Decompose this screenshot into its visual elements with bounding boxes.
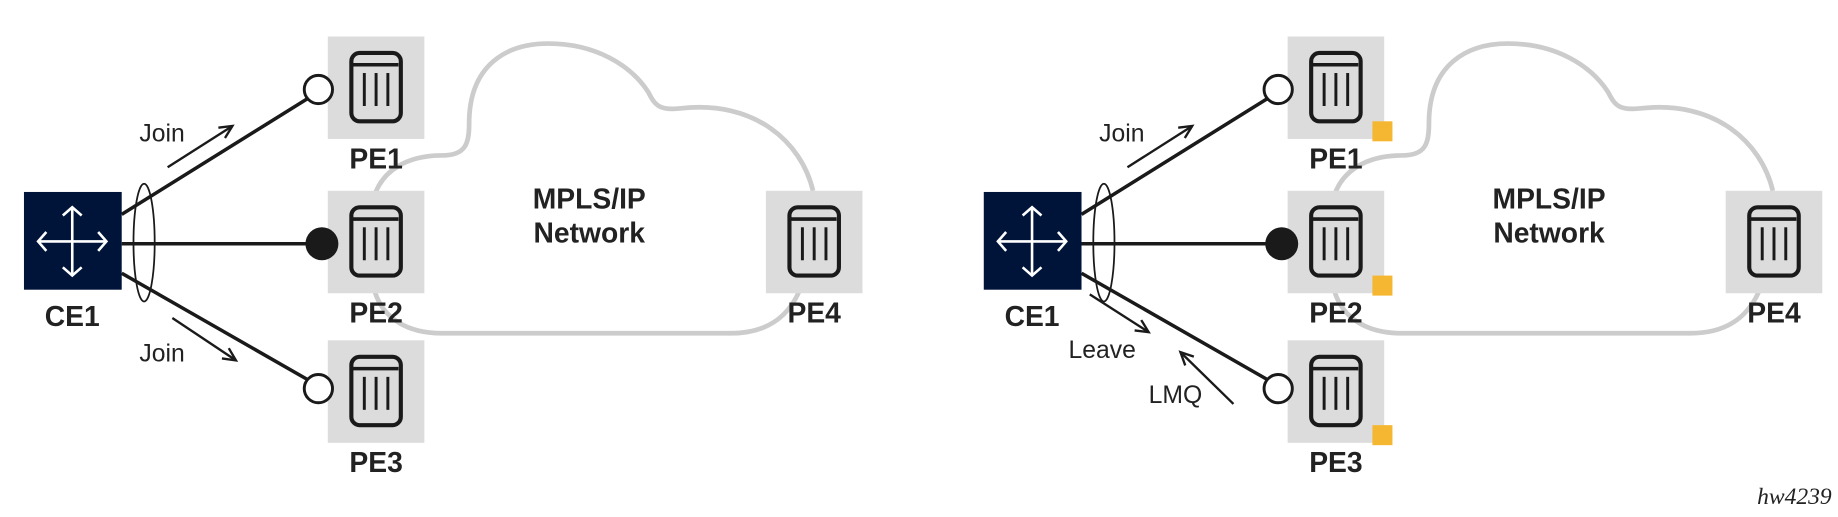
join-label: Join <box>1099 120 1144 147</box>
join-arrow <box>1126 124 1195 169</box>
lmq-label: LMQ <box>1149 382 1203 409</box>
router-icon-body <box>1309 354 1363 428</box>
cloud-outline <box>1332 41 1776 336</box>
pe-label: PE2 <box>1309 297 1362 329</box>
pe4: PE4 <box>1725 190 1823 329</box>
arrow-shaft <box>1089 293 1150 334</box>
router-crossarrows-icon <box>36 205 109 278</box>
port-open-circle <box>302 73 334 106</box>
pe1: PE1 <box>327 36 425 174</box>
icon-arrow <box>1056 231 1068 252</box>
arrow-head <box>221 347 239 362</box>
router-icon <box>1309 205 1363 278</box>
pe2: PE2 <box>327 190 425 329</box>
pe2: PE2 <box>1287 190 1393 329</box>
icon-arrow <box>1021 205 1043 217</box>
arrow-head <box>218 124 235 139</box>
pe-label: PE4 <box>787 297 841 329</box>
link-ce1-pe3 <box>120 271 310 382</box>
cloud-outline <box>372 41 816 336</box>
lmq-arrow <box>1178 350 1235 405</box>
arrow-head <box>1178 350 1195 366</box>
pe1: PE1 <box>1287 36 1393 174</box>
router-icon <box>349 50 403 124</box>
icon-arrow <box>996 231 1008 252</box>
router-icon-body <box>1309 50 1363 124</box>
router-icon-body <box>349 205 403 278</box>
arrow-shaft <box>171 316 237 362</box>
port-filled-circle <box>305 227 339 261</box>
pe4: PE4 <box>765 190 863 329</box>
pe-label: PE4 <box>1747 297 1801 329</box>
join-arrow <box>167 124 235 169</box>
router-icon <box>787 205 841 278</box>
router-icon-body <box>1747 205 1801 278</box>
arrow-shaft <box>167 125 234 169</box>
link-ce1-pe3 <box>1080 271 1270 382</box>
router-icon <box>1309 354 1363 428</box>
ce1-label: CE1 <box>45 300 100 332</box>
router-icon-body <box>349 354 403 428</box>
icon-arrow <box>36 231 48 252</box>
join-label: Join <box>139 341 184 368</box>
status-marker <box>1372 121 1393 142</box>
router-icon <box>349 205 403 278</box>
figure-id: hw4239 <box>1757 484 1832 510</box>
leave-label: Leave <box>1069 337 1136 364</box>
link-ce1-pe1 <box>120 96 310 216</box>
pe-label: PE2 <box>349 297 402 329</box>
link-ce1-pe1 <box>1080 96 1270 216</box>
arrow-shaft <box>1126 125 1193 169</box>
arrow-head <box>1178 124 1195 139</box>
port-open-circle <box>1262 373 1294 405</box>
pe3: PE3 <box>327 340 425 478</box>
arrow-head <box>1134 319 1151 334</box>
lag-ellipse <box>1092 182 1116 303</box>
router-icon-body <box>1309 205 1363 278</box>
router-icon-body <box>787 205 841 278</box>
port-open-circle <box>302 373 334 405</box>
cloud-label-line2: Network <box>1493 217 1605 249</box>
cloud-label-line1: MPLS/IP <box>1493 182 1606 214</box>
icon-arrow <box>61 266 83 278</box>
pe-label: PE3 <box>1309 446 1362 478</box>
cloud-label-line1: MPLS/IP <box>533 182 646 214</box>
cloud-label-line2: Network <box>534 217 646 249</box>
port-open-circle <box>1262 73 1294 106</box>
pe-label: PE1 <box>349 142 402 174</box>
icon-arrow <box>97 231 109 252</box>
router-icon <box>349 354 403 428</box>
router-icon <box>1309 50 1363 124</box>
pe-label: PE3 <box>349 446 402 478</box>
icon-arrow <box>1021 266 1043 278</box>
status-marker <box>1372 425 1393 446</box>
port-filled-circle <box>1265 227 1299 261</box>
join-label: Join <box>139 120 184 147</box>
icon-arrow <box>61 205 83 217</box>
router-icon <box>1747 205 1801 278</box>
ce1-label: CE1 <box>1005 300 1060 332</box>
join-arrow <box>171 316 239 362</box>
leave-arrow <box>1089 293 1151 334</box>
pe-label: PE1 <box>1309 142 1362 174</box>
router-icon-body <box>349 50 403 124</box>
lag-ellipse <box>132 182 156 303</box>
pe3: PE3 <box>1287 340 1393 478</box>
arrow-shaft <box>1179 351 1235 405</box>
status-marker <box>1372 275 1393 296</box>
router-crossarrows-icon <box>996 205 1068 278</box>
